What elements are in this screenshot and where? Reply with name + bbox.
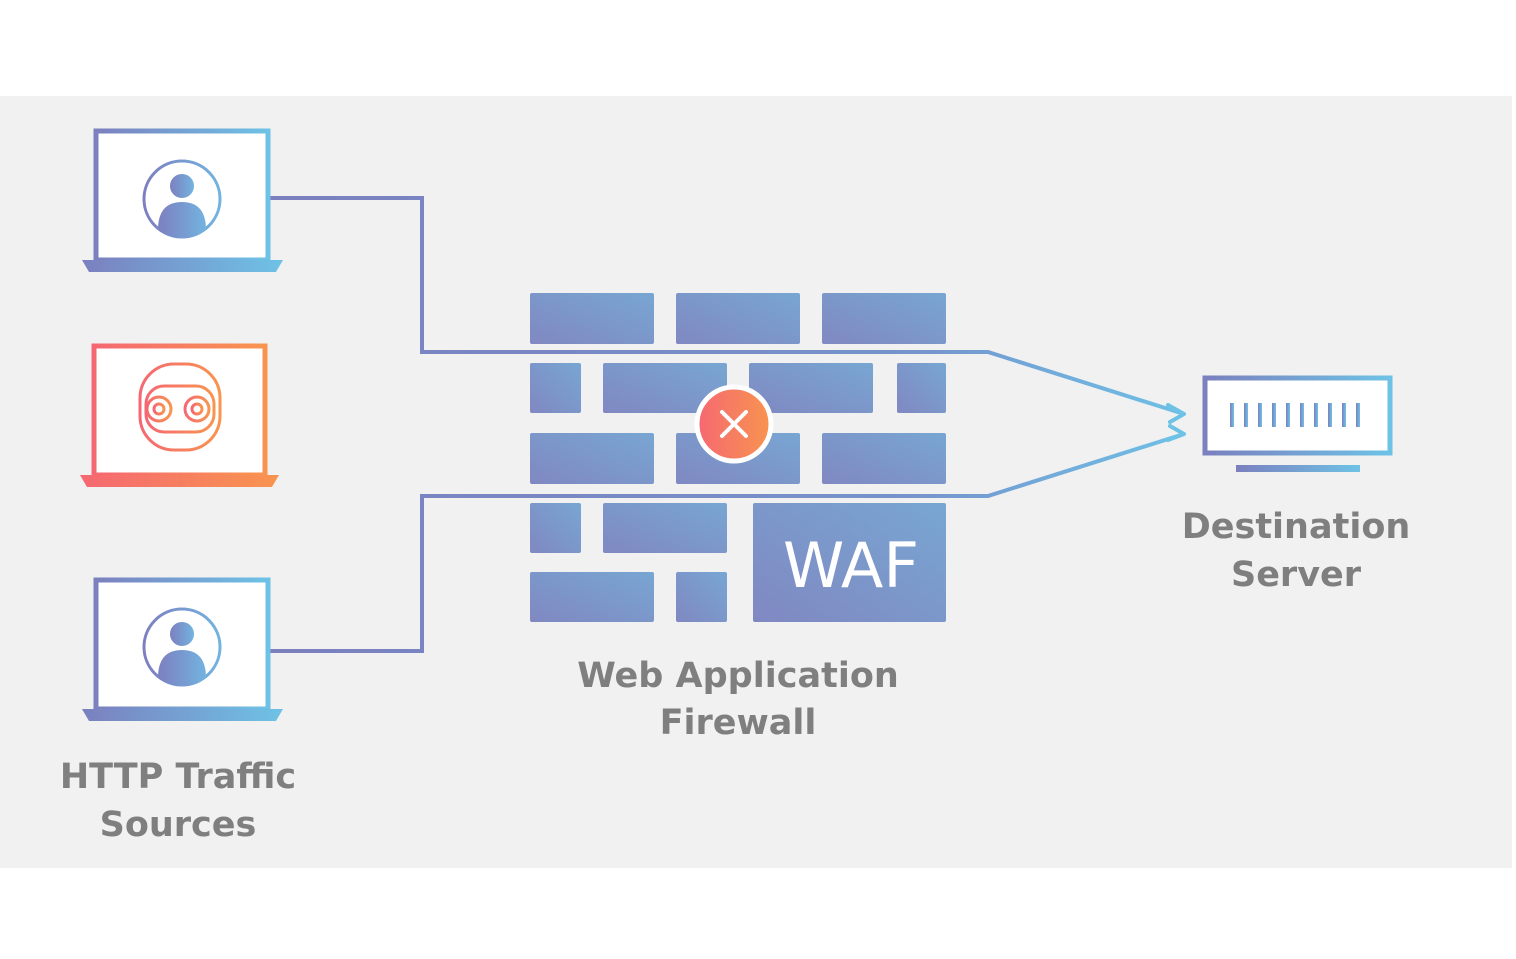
traffic-line-top bbox=[266, 196, 1186, 424]
traffic-line-bottom bbox=[266, 424, 1186, 653]
bot-icon bbox=[138, 362, 222, 452]
sources-label-line2: Sources bbox=[100, 805, 257, 845]
user-icon bbox=[142, 159, 222, 239]
firewall-wall bbox=[530, 293, 946, 622]
sources-label-line1: HTTP Traffic bbox=[60, 757, 296, 797]
close-icon bbox=[720, 410, 748, 438]
firewall-label-line2: Firewall bbox=[660, 703, 817, 743]
destination-label-line1: Destination bbox=[1182, 507, 1411, 547]
destination-label-line2: Server bbox=[1231, 555, 1362, 595]
laptop-user-top bbox=[82, 128, 283, 272]
blocked-marker bbox=[694, 384, 774, 464]
server-icon bbox=[1202, 375, 1393, 472]
laptop-bot bbox=[80, 343, 279, 487]
laptop-user-bottom bbox=[82, 577, 283, 721]
firewall-label-line1: Web Application bbox=[577, 656, 899, 696]
user-icon bbox=[142, 607, 222, 687]
waf-block bbox=[753, 503, 946, 622]
waf-label: WAF bbox=[783, 529, 919, 602]
